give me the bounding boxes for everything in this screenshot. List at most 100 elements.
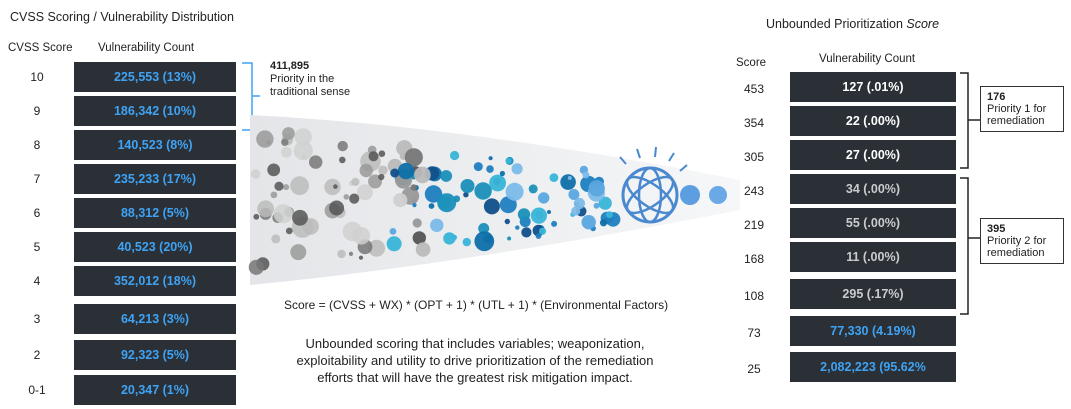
unbounded-score-label: 73 (747, 326, 761, 340)
bubble (250, 169, 261, 179)
bubble (368, 239, 386, 257)
bubble (349, 193, 360, 204)
bubble (538, 227, 547, 235)
left-title: CVSS Scoring / Vulnerability Distributio… (10, 10, 234, 24)
unbounded-count-bar: 22 (.00%) (790, 106, 956, 136)
bubble (573, 197, 585, 210)
bubble (511, 163, 523, 175)
bubble (368, 151, 379, 162)
bubble (359, 163, 373, 178)
bubble (462, 237, 471, 247)
bubble (285, 227, 293, 235)
bubble (386, 236, 402, 252)
bubble (352, 227, 371, 245)
bubble (283, 184, 290, 191)
bubbles-group (248, 127, 727, 275)
bubble (549, 173, 559, 182)
cvss-count-bar: 352,012 (18%) (74, 266, 236, 296)
cvss-count-bar: 20,347 (1%) (74, 375, 236, 405)
unbounded-count-bar: 55 (.00%) (790, 208, 956, 238)
right-brackets (960, 72, 980, 315)
bubble (599, 219, 608, 227)
bubble (253, 213, 260, 220)
bubble (333, 184, 338, 189)
bubble (267, 163, 281, 177)
unbounded-count-bar: 127 (.01%) (790, 72, 956, 102)
unbounded-score-label: 108 (743, 289, 765, 303)
unbounded-score-label: 168 (743, 252, 765, 266)
bubble (270, 191, 278, 199)
right-title: Unbounded Prioritization Score (766, 17, 939, 31)
priority1-value: 176 (987, 91, 1006, 103)
left-bracket-text: Priority in the traditional sense (270, 73, 351, 98)
bubble (273, 204, 293, 224)
unbounded-count-bar: 295 (.17%) (790, 279, 956, 309)
bubble (281, 138, 289, 146)
bubble (530, 207, 547, 224)
bubble (378, 150, 386, 157)
bubble (437, 193, 457, 213)
globe-icon (619, 146, 688, 224)
funnel-graphic (248, 115, 740, 285)
unbounded-score-label: 25 (747, 362, 761, 376)
bubble (560, 174, 576, 190)
cvss-score-label: 4 (33, 274, 41, 288)
cvss-count-bar: 225,553 (13%) (74, 62, 236, 92)
cvss-count-bar: 235,233 (17%) (74, 164, 236, 194)
cvss-count-bar: 140,523 (8%) (74, 130, 236, 160)
left-bracket-label: 411,895 Priority in the traditional sens… (270, 60, 380, 99)
bubble (504, 218, 510, 225)
priority2-text: Priority 2 for remediation (987, 235, 1047, 259)
unbounded-score-label: 243 (743, 184, 765, 198)
left-score-header: CVSS Score (8, 42, 73, 54)
bubble (528, 184, 538, 194)
cvss-score-label: 6 (33, 206, 41, 220)
priority2-value: 395 (987, 223, 1006, 235)
right-count-header: Vulnerability Count (819, 53, 916, 65)
bubble (517, 208, 531, 221)
bubble (605, 211, 613, 219)
bubble (440, 170, 453, 182)
bubble (499, 170, 505, 177)
bubble (293, 141, 313, 161)
bubble (271, 234, 281, 244)
bubble (412, 231, 426, 245)
bubble (507, 236, 512, 241)
bubble (474, 231, 495, 252)
bubble (389, 228, 397, 235)
unbounded-count-bar: 2,082,223 (95.62% (790, 352, 956, 382)
left-bracket (242, 62, 260, 131)
bubble (567, 176, 572, 180)
bubble (257, 200, 274, 218)
priority1-text: Priority 1 for remediation (987, 103, 1047, 127)
bubble (505, 182, 524, 201)
bubble (393, 193, 408, 208)
cvss-score-label: 2 (33, 348, 41, 362)
bubble (551, 220, 558, 227)
bubble (515, 225, 520, 230)
bubble (450, 150, 460, 161)
left-count-header: Vulnerability Count (98, 42, 195, 54)
unbounded-count-bar: 11 (.00%) (790, 242, 956, 272)
bubble (356, 184, 373, 201)
unbounded-count-bar: 27 (.00%) (790, 140, 956, 170)
bubble (460, 179, 475, 193)
right-score-header: Score (736, 57, 767, 69)
bubble (378, 165, 388, 175)
bubble (593, 202, 600, 209)
bubble (414, 166, 431, 184)
bubble (292, 209, 308, 226)
right-title-text: Unbounded Prioritization (766, 17, 903, 31)
bubble (404, 148, 423, 167)
bubble (588, 180, 605, 197)
bubble (290, 176, 309, 196)
bubble (474, 182, 492, 200)
cvss-score-label: 3 (33, 312, 41, 326)
bubble (415, 242, 431, 257)
bubble (337, 140, 348, 152)
bubble (680, 185, 700, 205)
bubble (486, 165, 494, 173)
cvss-score-label: 7 (33, 172, 41, 186)
bubble (582, 171, 590, 179)
bubble (412, 218, 422, 228)
